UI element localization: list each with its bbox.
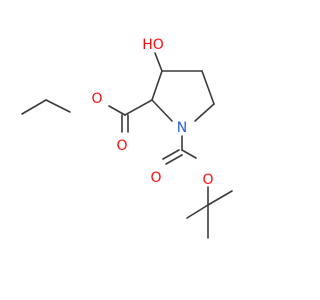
bond-boc-double-b <box>165 154 183 165</box>
bond-boc-carbonyl-o <box>181 149 197 159</box>
ester-ether-oxygen-label: O <box>91 91 102 107</box>
ester-carbonyl-oxygen-label: O <box>116 138 127 154</box>
boc-carbonyl-oxygen-label: O <box>150 170 161 186</box>
bond-n-c2 <box>151 99 173 122</box>
hydroxyl-label: HO <box>142 37 164 53</box>
ring-nitrogen-label: N <box>177 120 187 136</box>
bond-c3-oh <box>154 52 163 72</box>
bond-c2-c3 <box>151 70 163 101</box>
atom-labels: HO O O N O O <box>91 37 213 188</box>
bond-c5-n <box>194 103 215 122</box>
bond-ch2-o <box>45 99 71 113</box>
bond-tbu-me-right <box>207 190 233 206</box>
bond-ch3-ch2 <box>21 99 47 115</box>
bond-carbonyl-c2 <box>124 99 153 116</box>
molecule-structure: HO O O N O O <box>21 37 233 239</box>
bond-o-carbonyl <box>108 105 126 116</box>
boc-ether-oxygen-label: O <box>202 172 213 188</box>
bond-tbu-me-left <box>186 204 209 219</box>
bond-c4-c5 <box>201 70 215 105</box>
bond-boc-double-a <box>162 149 180 160</box>
molecule-canvas: HO O O N O O <box>21 37 233 239</box>
bond-lines <box>21 52 233 239</box>
